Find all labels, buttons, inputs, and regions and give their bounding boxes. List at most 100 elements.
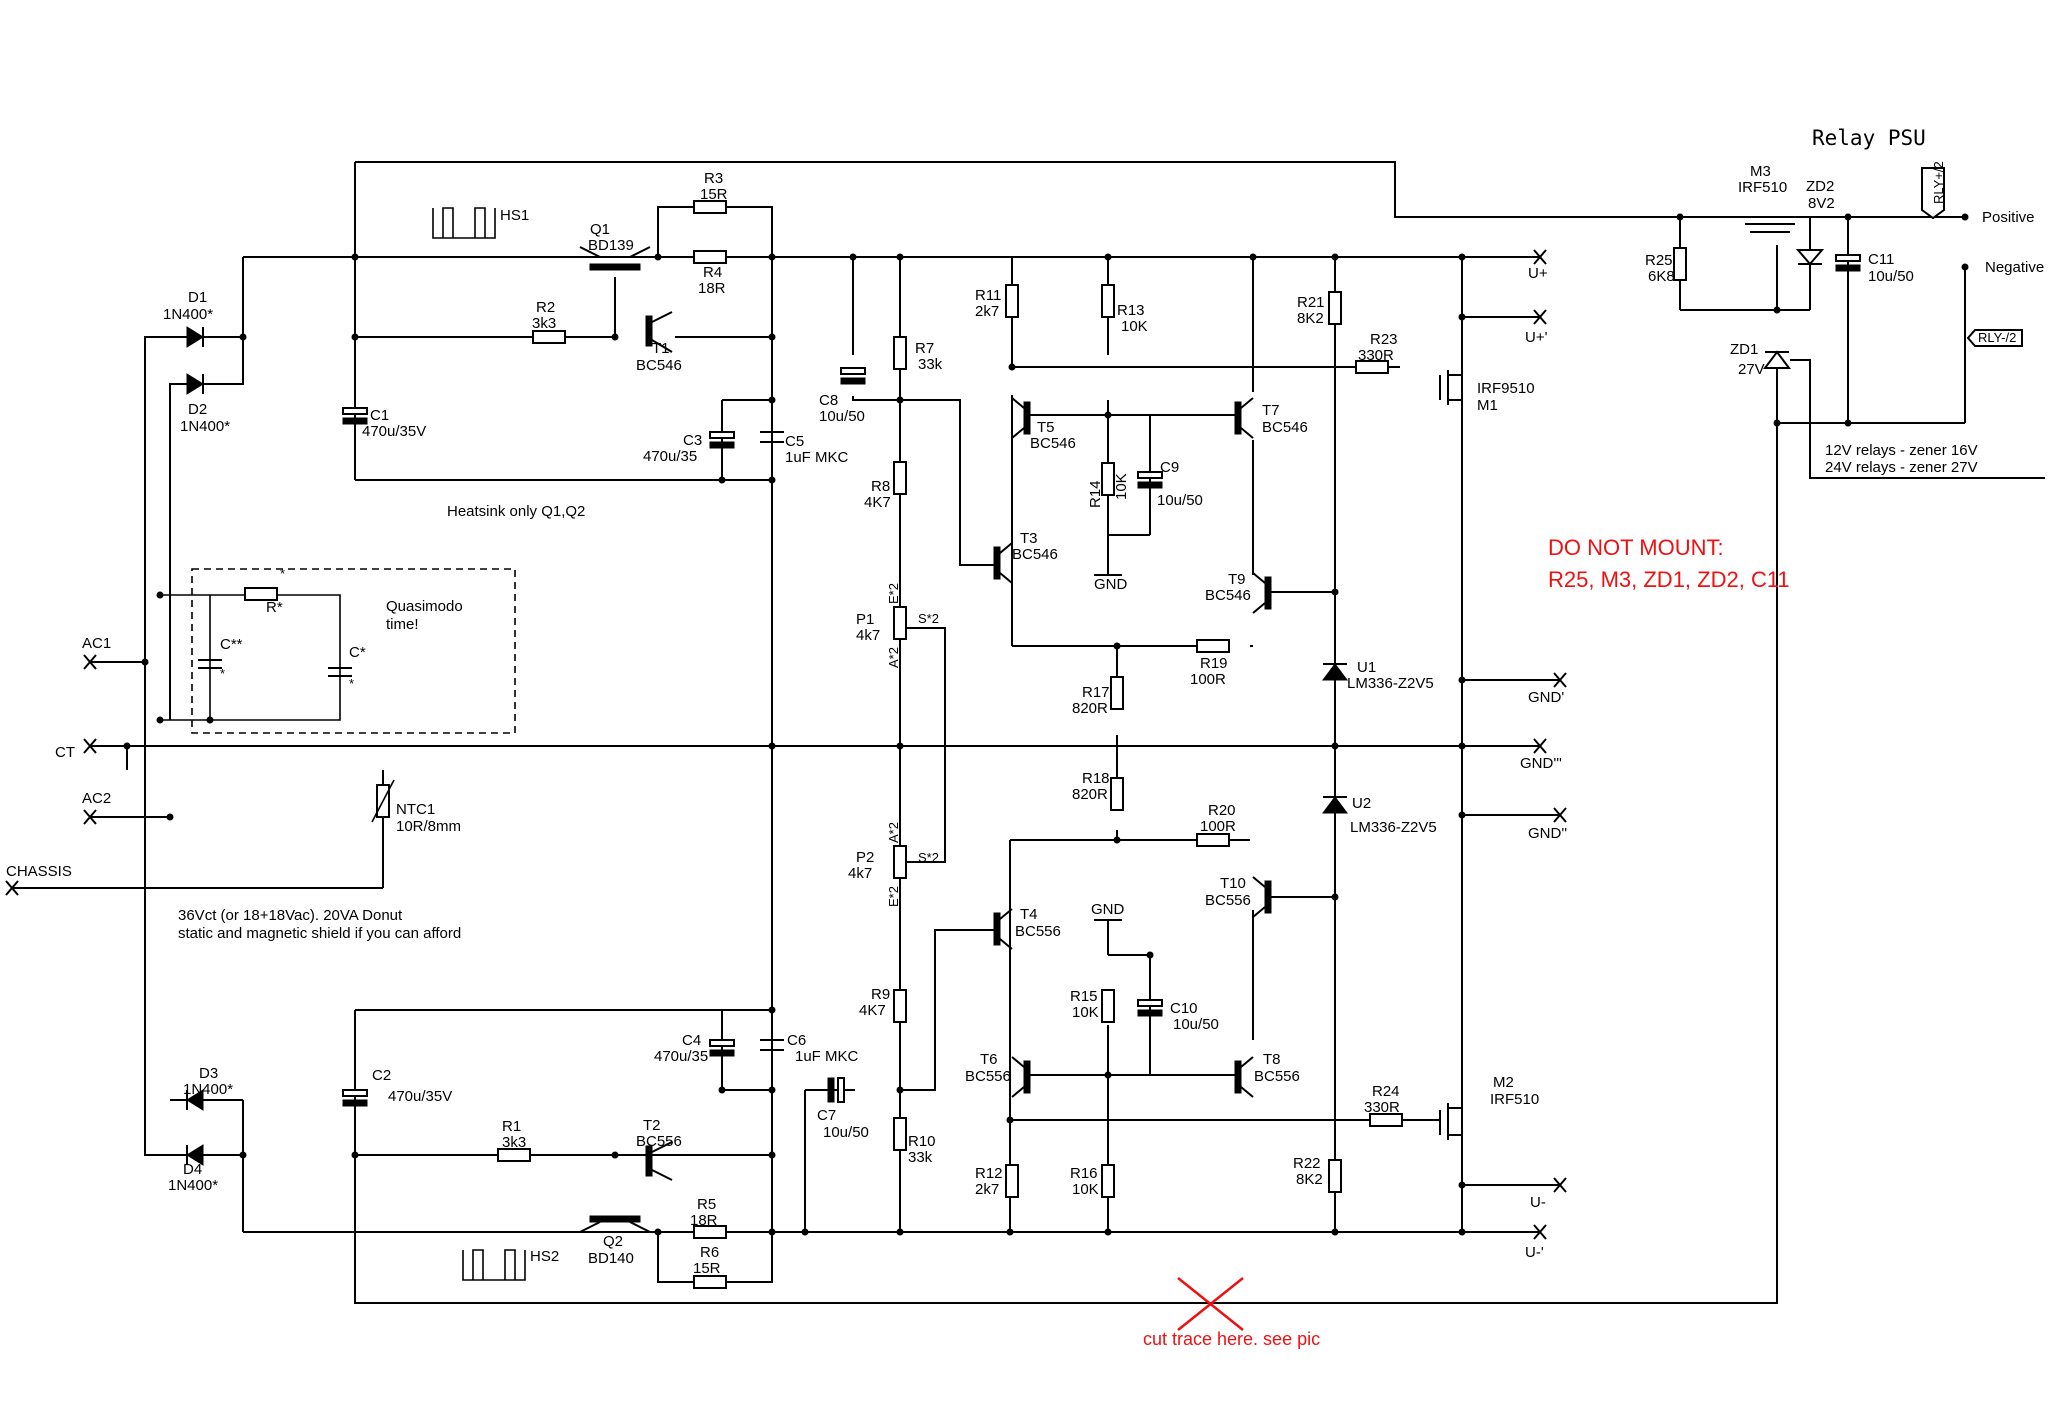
svg-text:4K7: 4K7 bbox=[864, 494, 891, 511]
svg-text:6K8: 6K8 bbox=[1648, 268, 1675, 285]
diode-d4 bbox=[186, 1144, 204, 1166]
svg-text:1N400*: 1N400* bbox=[163, 306, 213, 323]
quasimodo-box bbox=[191, 568, 516, 734]
svg-text:R11: R11 bbox=[975, 287, 1001, 304]
quasimodo-label: Quasimodo bbox=[386, 598, 463, 615]
svg-text:C7: C7 bbox=[817, 1107, 836, 1124]
svg-text:IRF510: IRF510 bbox=[1738, 179, 1787, 196]
gnd-label-upper: GND bbox=[1094, 576, 1128, 593]
svg-text:820R: 820R bbox=[1072, 786, 1108, 803]
svg-text:C5: C5 bbox=[785, 433, 804, 450]
svg-text:C3: C3 bbox=[683, 432, 702, 449]
svg-text:A*2: A*2 bbox=[886, 822, 901, 843]
ntc-thermistor bbox=[371, 779, 395, 823]
svg-text:T3: T3 bbox=[1020, 530, 1038, 547]
svg-text:U2: U2 bbox=[1352, 795, 1371, 812]
svg-text:4k7: 4k7 bbox=[848, 865, 872, 882]
svg-text:10u/50: 10u/50 bbox=[1868, 268, 1914, 285]
svg-text:M3: M3 bbox=[1750, 163, 1771, 180]
svg-text:A*2: A*2 bbox=[886, 647, 901, 668]
svg-text:10u/50: 10u/50 bbox=[1157, 492, 1203, 509]
svg-text:P2: P2 bbox=[856, 849, 874, 866]
svg-text:S*2: S*2 bbox=[918, 611, 939, 626]
svg-text:33k: 33k bbox=[918, 356, 943, 373]
svg-text:IRF9510: IRF9510 bbox=[1477, 380, 1535, 397]
svg-text:10u/50: 10u/50 bbox=[819, 408, 865, 425]
connector-marks bbox=[5, 249, 1567, 1240]
quasimodo-label-2: time! bbox=[386, 616, 419, 633]
capacitor-c7 bbox=[827, 1077, 845, 1103]
positive-label: Positive bbox=[1982, 209, 2035, 226]
svg-text:C*: C* bbox=[349, 644, 366, 661]
svg-text:330R: 330R bbox=[1364, 1099, 1400, 1116]
svg-text:M2: M2 bbox=[1493, 1074, 1514, 1091]
svg-text:18R: 18R bbox=[698, 280, 726, 297]
svg-text:C4: C4 bbox=[682, 1032, 701, 1049]
svg-text:T9: T9 bbox=[1228, 571, 1246, 588]
svg-text:R9: R9 bbox=[871, 986, 890, 1003]
svg-text:1uF MKC: 1uF MKC bbox=[795, 1048, 859, 1065]
svg-text:4K7: 4K7 bbox=[859, 1002, 886, 1019]
svg-text:C1: C1 bbox=[370, 407, 389, 424]
svg-text:P1: P1 bbox=[856, 611, 874, 628]
svg-text:10K: 10K bbox=[1113, 473, 1130, 500]
svg-text:10R/8mm: 10R/8mm bbox=[396, 818, 461, 835]
svg-text:E*2: E*2 bbox=[886, 583, 901, 604]
svg-text:BD139: BD139 bbox=[588, 237, 634, 254]
relay-psu-title: Relay PSU bbox=[1812, 126, 1926, 150]
svg-text:470u/35V: 470u/35V bbox=[388, 1088, 452, 1105]
cut-trace-note: cut trace here. see pic bbox=[1143, 1329, 1320, 1349]
svg-text:IRF510: IRF510 bbox=[1490, 1091, 1539, 1108]
svg-text:*: * bbox=[280, 566, 285, 581]
capacitor-c5 bbox=[760, 431, 784, 443]
heatsink-hs1 bbox=[432, 207, 496, 239]
svg-text:BC546: BC546 bbox=[1205, 587, 1251, 604]
svg-text:BC556: BC556 bbox=[1254, 1068, 1300, 1085]
svg-text:2k7: 2k7 bbox=[975, 1181, 999, 1198]
svg-text:C8: C8 bbox=[819, 392, 838, 409]
capacitor-c2 bbox=[342, 1089, 368, 1107]
svg-text:BC556: BC556 bbox=[965, 1068, 1011, 1085]
transformer-note: 36Vct (or 18+18Vac). 20VA Donut bbox=[178, 907, 403, 924]
svg-text:10K: 10K bbox=[1121, 318, 1148, 335]
svg-text:4k7: 4k7 bbox=[856, 627, 880, 644]
capacitor-c1 bbox=[342, 407, 368, 425]
svg-text:R8: R8 bbox=[871, 478, 890, 495]
svg-text:8V2: 8V2 bbox=[1808, 195, 1835, 212]
do-not-mount-heading: DO NOT MOUNT: bbox=[1548, 535, 1724, 560]
svg-text:HS2: HS2 bbox=[530, 1248, 559, 1265]
svg-text:T7: T7 bbox=[1262, 402, 1280, 419]
do-not-mount-list: R25, M3, ZD1, ZD2, C11 bbox=[1548, 567, 1790, 592]
svg-text:1N400*: 1N400* bbox=[183, 1081, 233, 1098]
zener-u1 bbox=[1322, 663, 1348, 681]
svg-text:R19: R19 bbox=[1200, 655, 1228, 672]
svg-text:R2: R2 bbox=[536, 299, 555, 316]
svg-text:R12: R12 bbox=[975, 1165, 1003, 1182]
svg-text:D3: D3 bbox=[199, 1065, 218, 1082]
svg-text:470u/35: 470u/35 bbox=[643, 448, 697, 465]
svg-text:T4: T4 bbox=[1020, 906, 1038, 923]
svg-text:R25: R25 bbox=[1645, 252, 1673, 269]
junction-dots bbox=[123, 213, 1969, 1236]
svg-text:18R: 18R bbox=[690, 1212, 718, 1229]
svg-text:R18: R18 bbox=[1082, 770, 1110, 787]
svg-text:T1: T1 bbox=[652, 340, 670, 357]
svg-text:R16: R16 bbox=[1070, 1165, 1098, 1182]
ac2-label: AC2 bbox=[82, 790, 111, 807]
rly-neg-label: RLY-/2 bbox=[1978, 330, 2016, 345]
svg-text:BD140: BD140 bbox=[588, 1250, 634, 1267]
u-plus-prime-label: U+' bbox=[1525, 329, 1548, 346]
diode-d1 bbox=[186, 326, 204, 348]
svg-text:T2: T2 bbox=[643, 1117, 661, 1134]
svg-text:10K: 10K bbox=[1072, 1181, 1099, 1198]
negative-label: Negative bbox=[1985, 259, 2044, 276]
zener-note-2: 24V relays - zener 27V bbox=[1825, 459, 1978, 476]
svg-text:R13: R13 bbox=[1117, 302, 1145, 319]
capacitor-c3 bbox=[709, 431, 735, 449]
ct-label: CT bbox=[55, 744, 75, 761]
svg-text:C10: C10 bbox=[1170, 1000, 1198, 1017]
svg-text:R10: R10 bbox=[908, 1133, 936, 1150]
rly-neg-tag bbox=[1966, 329, 2023, 347]
svg-text:Q1: Q1 bbox=[590, 221, 610, 238]
heatsink-note: Heatsink only Q1,Q2 bbox=[447, 503, 585, 520]
